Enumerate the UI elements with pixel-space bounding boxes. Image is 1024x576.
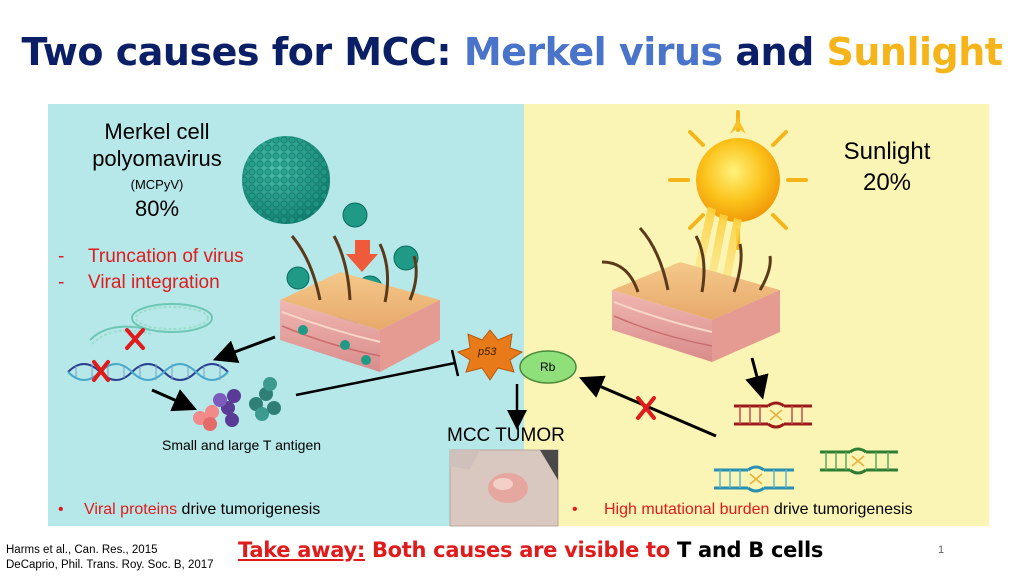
virus-percent: 80% (134, 196, 180, 221)
sunlight-heading: Sunlight 20% (822, 136, 952, 198)
virus-heading-line2: polyomavirus (92, 146, 222, 171)
takeaway-end: T and B cells (676, 538, 824, 562)
page-number: 1 (938, 544, 945, 556)
virus-mechanism-item: -Truncation of virus (58, 246, 244, 267)
dna-to-protein-arrow-icon (151, 388, 197, 412)
skin-tissue-virus-icon (280, 235, 440, 372)
virus-abbreviation: (MCPyV) (130, 177, 184, 192)
mcc-tumor-photo (449, 449, 559, 527)
rb-protein-icon (519, 350, 577, 384)
title-merkel-virus: Merkel virus (463, 30, 723, 74)
host-dna-helix-icon (67, 363, 229, 381)
bullet-dot: • (572, 501, 578, 518)
citation-harms: Harms et al., Can. Res., 2015 (6, 544, 158, 556)
title-sunlight: Sunlight (826, 30, 1003, 74)
sunlight-conclusion-rest: drive tumorigenesis (769, 501, 913, 518)
virus-conclusion-rest: drive tumorigenesis (177, 501, 321, 518)
sunlight-percent: 20% (862, 169, 912, 196)
dna-to-rb-arrow-icon (578, 375, 717, 438)
virus-particle-icon (242, 136, 330, 224)
sunlight-conclusion-highlight: High mutational burden (604, 501, 770, 518)
virus-mechanism-item: -Viral integration (58, 272, 220, 293)
blocked-x-mark-icon (636, 396, 656, 420)
skin-tissue-uv-icon (601, 226, 780, 362)
virus-conclusion: • Viral proteins drive tumorigenesis (58, 501, 320, 519)
virus-conclusion-highlight: Viral proteins (84, 501, 178, 518)
inhibition-line-icon (295, 349, 460, 397)
virus-mechanisms-list: -Truncation of virus -Viral integration (58, 244, 244, 296)
skin-to-dna-arrow-icon (212, 335, 276, 364)
uv-to-dna-arrow-icon (745, 357, 769, 400)
title-and: and (722, 30, 827, 74)
infection-arrow-icon (346, 240, 378, 272)
mcc-tumor-label: MCC TUMOR (447, 425, 565, 446)
takeaway-message: Take away: Both causes are visible to T … (238, 538, 823, 562)
sunlight-conclusion: • High mutational burden drive tumorigene… (572, 501, 913, 519)
sun-icon (668, 110, 808, 250)
virus-mechanism-text: Viral integration (88, 272, 220, 293)
deletion-x-marks-icon (92, 328, 145, 382)
t-antigen-label: Small and large T antigen (162, 437, 322, 453)
sunlight-heading-label: Sunlight (843, 138, 931, 165)
p53-label: p53 (478, 346, 497, 358)
mutated-dna-icon (714, 401, 898, 493)
title-part-1: Two causes for MCC: (21, 30, 464, 74)
bullet-dot: • (58, 501, 64, 518)
t-antigen-proteins-icon (193, 377, 281, 431)
virus-mechanism-text: Truncation of virus (88, 246, 244, 267)
virus-heading: Merkel cell polyomavirus (62, 118, 252, 172)
rb-label: Rb (540, 360, 556, 374)
virus-heading-line1: Merkel cell (104, 119, 210, 144)
viral-dna-loops-icon (89, 303, 213, 345)
slide-title: Two causes for MCC: Merkel virus and Sun… (0, 30, 1024, 74)
citation-decaprio: DeCaprio, Phil. Trans. Roy. Soc. B, 2017 (6, 559, 214, 571)
p53-protein-icon (456, 329, 524, 381)
takeaway-label: Take away: (238, 538, 365, 562)
takeaway-middle: Both causes are visible to (364, 538, 677, 562)
